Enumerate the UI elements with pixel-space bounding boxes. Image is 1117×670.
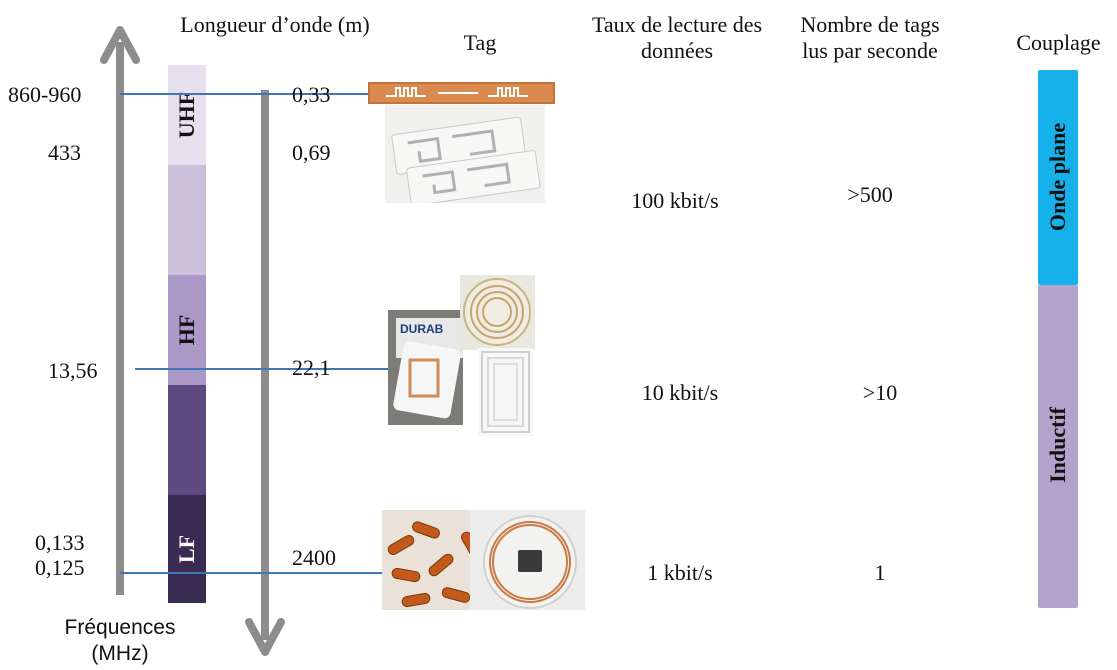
header-coupling-text: Couplage [1016,30,1101,55]
lf-coil-icon [483,515,577,609]
coupling-label-plane-wave: Onde plane [1045,122,1070,232]
data-rate-value: 1 kbit/s [647,560,713,585]
band-hf [168,275,206,385]
coupling-bar-plane-wave [1038,70,1078,285]
tag-count-value: >500 [847,182,893,207]
tag-count-value: >10 [862,380,898,405]
marker-line-hf [135,368,390,370]
uhf-tag-cards-image [385,105,545,203]
wavelength-value: 0,33 [292,82,331,107]
band-lf [168,495,206,603]
header-rate: Taux de lecture des données [587,12,767,64]
hf-coil-disc-image [460,275,535,350]
band-hf-low [168,385,206,495]
marker-line-uhf [120,93,385,95]
coupling-bar-inductive [1038,285,1078,608]
frequency-value: 860-960 [8,82,82,107]
wavelength-value: 22,1 [292,355,331,380]
band-label-hf: HF [174,314,199,346]
band-uhf [168,65,206,165]
wavelength-value: 2400 [292,545,336,570]
wavelength-arrow-head [245,618,285,656]
frequency-axis-label: Fréquences (MHz) [40,615,200,667]
uhf-cards-icon [391,116,541,203]
uhf-antenna-icon [370,84,553,102]
header-wavelength-text: Longueur d’onde (m) [180,12,370,37]
data-rate-value: 100 kbit/s [631,188,719,213]
uhf-tag-strip-image [368,82,555,104]
coupling-label-inductive: Inductif [1045,407,1070,483]
lf-coil-disc-image [470,510,585,610]
band-label-uhf: UHF [174,91,199,139]
frequency-axis-label-line1: Fréquences [64,616,176,639]
hf-coil-icon [463,278,531,346]
hf-inlay-icon [481,351,530,433]
marker-line-lf [120,572,385,574]
hf-card-icon [388,310,463,425]
tag-count-value: 1 [874,560,886,585]
hf-tag-photo-image: DURAB [388,310,463,425]
frequency-axis-label-line2: (MHz) [91,642,149,665]
header-tag-text: Tag [463,30,497,55]
hf-brand-text: DURAB [400,322,444,336]
wavelength-value: 0,69 [292,140,331,165]
band-uhf-low [168,165,206,275]
header-count: Nombre de tags lus par seconde [800,12,940,64]
lf-glass-tags-icon [387,521,481,608]
header-count-text: Nombre de tags lus par seconde [800,12,940,63]
header-rate-text: Taux de lecture des données [591,12,763,63]
header-coupling: Couplage [1000,30,1117,56]
header-wavelength: Longueur d’onde (m) [165,12,385,38]
frequency-value: 0,125 [35,555,85,580]
frequency-value: 433 [48,140,81,165]
frequency-arrow-head [100,26,140,64]
hf-inlay-image [478,348,533,436]
header-tag: Tag [430,30,530,56]
frequency-value: 0,133 [35,530,85,555]
data-rate-value: 10 kbit/s [641,380,719,405]
frequency-value: 13,56 [48,358,98,383]
band-label-lf: LF [174,534,199,564]
